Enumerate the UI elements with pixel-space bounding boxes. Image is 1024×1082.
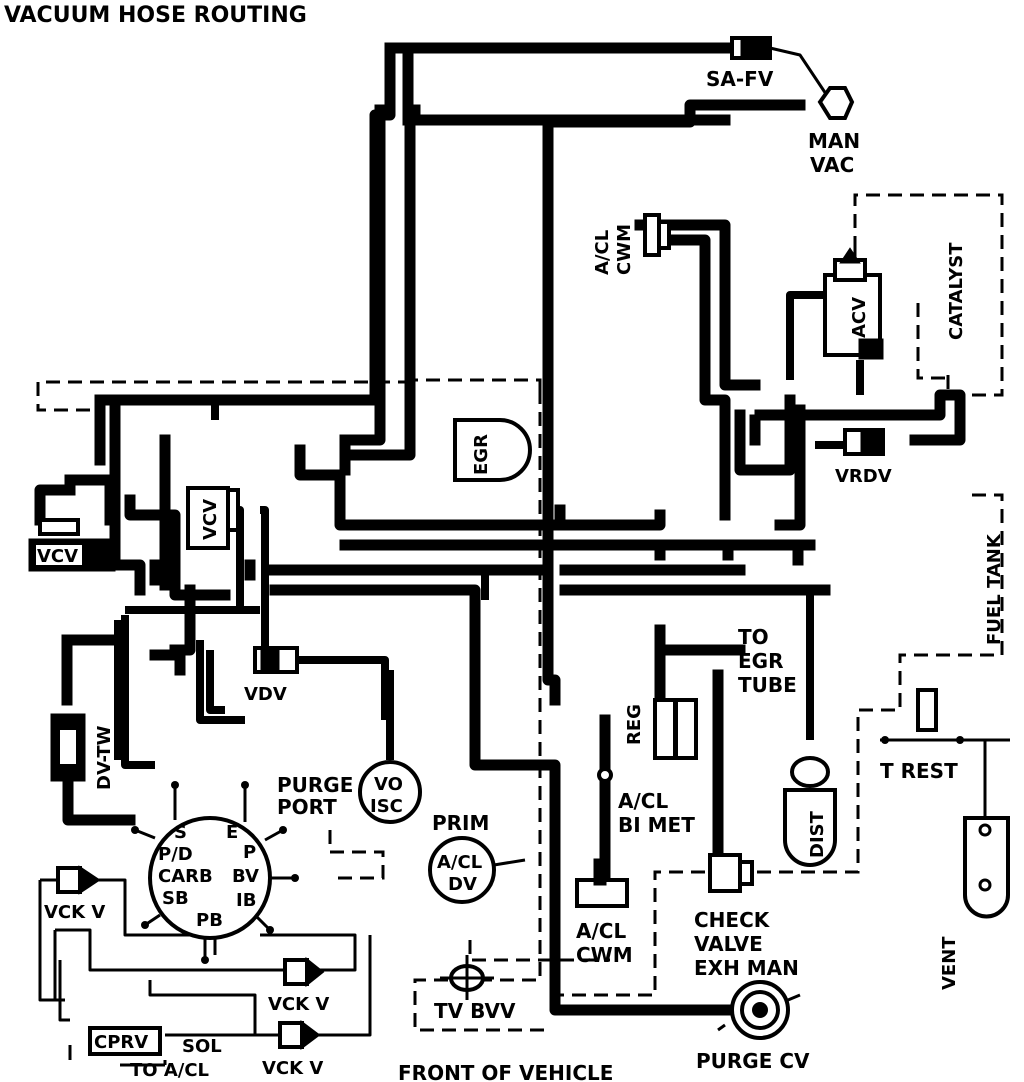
tv-bvv-label: TV BVV	[434, 999, 516, 1023]
to-acl-label: TO A/CL	[130, 1060, 209, 1081]
carb-port-e: E	[226, 822, 238, 843]
vo-label: VO	[374, 774, 403, 795]
acl-cwm-bottom-label-1: A/CL	[576, 919, 626, 943]
vrdv-label: VRDV	[835, 466, 892, 487]
distributor-diaphragm	[783, 756, 837, 867]
acl-bimet-label-1: A/CL	[618, 789, 668, 813]
acl-dv-label-2: DV	[448, 874, 477, 895]
check-valve-exh-man	[708, 853, 754, 893]
egr-label: EGR	[471, 434, 492, 475]
vckv-1-valve	[56, 865, 101, 895]
prim-label: PRIM	[432, 811, 489, 835]
port-label: PORT	[277, 795, 337, 819]
tv-bvv-valve	[440, 955, 494, 1000]
vckv-2-valve	[283, 956, 325, 988]
carb-port-pd: P/D	[158, 844, 193, 865]
man-label: MAN	[808, 129, 860, 153]
valve-label: VALVE	[694, 932, 763, 956]
dv-tw-valve	[50, 713, 86, 782]
vcv-left-valve	[28, 518, 116, 572]
sa-fv-label: SA-FV	[706, 67, 774, 91]
purge-label: PURGE	[277, 773, 353, 797]
carb-port-s: S	[174, 822, 187, 843]
acv-label: ACV	[849, 297, 870, 338]
t-rest-valve	[881, 688, 964, 744]
cprv-label: CPRV	[94, 1032, 148, 1053]
vac-label: VAC	[810, 153, 854, 177]
sa-fv-valve	[730, 36, 832, 101]
egr-valve	[453, 418, 532, 482]
egr-tube-label-1: EGR	[738, 649, 783, 673]
carb-port-bv: BV	[232, 866, 259, 887]
egr-tube-label-2: TUBE	[738, 673, 797, 697]
acl-cwm-top	[643, 213, 671, 257]
vdv-valve	[253, 646, 299, 674]
vcv-left-label: VCV	[37, 546, 78, 567]
vdv-label: VDV	[244, 684, 287, 705]
vent-label: VENT	[939, 936, 960, 990]
cprv-valve	[88, 1026, 162, 1056]
vrdv-valve	[843, 428, 885, 456]
fuel-tank-label: FUEL TANK	[984, 533, 1005, 645]
prim-acl-dv-valve	[428, 836, 496, 904]
carb-port-pb: PB	[196, 910, 223, 931]
exh-man-label: EXH MAN	[694, 956, 799, 980]
t-rest-label: T REST	[880, 759, 958, 783]
carb-port-ib: IB	[236, 890, 256, 911]
vcv-middle-valve	[186, 486, 240, 550]
acl-cwm-bottom	[575, 858, 629, 908]
purge-cv-valve	[717, 980, 801, 1040]
carb-label: CARB	[158, 866, 213, 887]
carb-port-sb: SB	[162, 888, 189, 909]
acv-valve	[823, 247, 884, 360]
vckv-2-label: VCK V	[268, 994, 329, 1015]
acl-bimet-sensor	[597, 767, 613, 783]
to-label: TO	[738, 625, 769, 649]
sol-label: SOL	[182, 1036, 222, 1057]
vckv-3-label: VCK V	[262, 1058, 323, 1079]
front-of-vehicle-label: FRONT OF VEHICLE	[398, 1061, 613, 1082]
vckv-1-label: VCK V	[44, 902, 105, 923]
main-vacuum-hoses	[34, 42, 966, 1016]
vo-isc-actuator	[358, 760, 422, 824]
regulator	[653, 698, 698, 760]
dist-label: DIST	[807, 810, 828, 858]
reg-label: REG	[624, 704, 645, 745]
acl-cwm-top-label-1: A/CL	[592, 230, 613, 275]
purge-cv-label: PURGE CV	[696, 1049, 810, 1073]
diagram-title: VACUUM HOSE ROUTING	[4, 3, 307, 28]
dv-tw-label: DV-TW	[94, 725, 115, 790]
acl-bimet-label-2: BI MET	[618, 813, 695, 837]
acl-cwm-top-label-2: CWM	[614, 224, 635, 275]
vcv-middle-label: VCV	[200, 499, 221, 540]
isc-label: ISC	[370, 796, 403, 817]
carb-port-nipples	[131, 781, 299, 964]
catalyst-label: CATALYST	[946, 242, 967, 340]
manifold-vacuum-fitting	[817, 86, 855, 120]
vckv-3-valve	[278, 1020, 321, 1050]
acl-dv-label-1: A/CL	[437, 852, 482, 873]
carb-port-p: P	[243, 842, 256, 863]
acl-cwm-bottom-label-2: CWM	[576, 943, 633, 967]
fuel-vent-canister	[963, 816, 1010, 919]
check-label: CHECK	[694, 908, 771, 932]
